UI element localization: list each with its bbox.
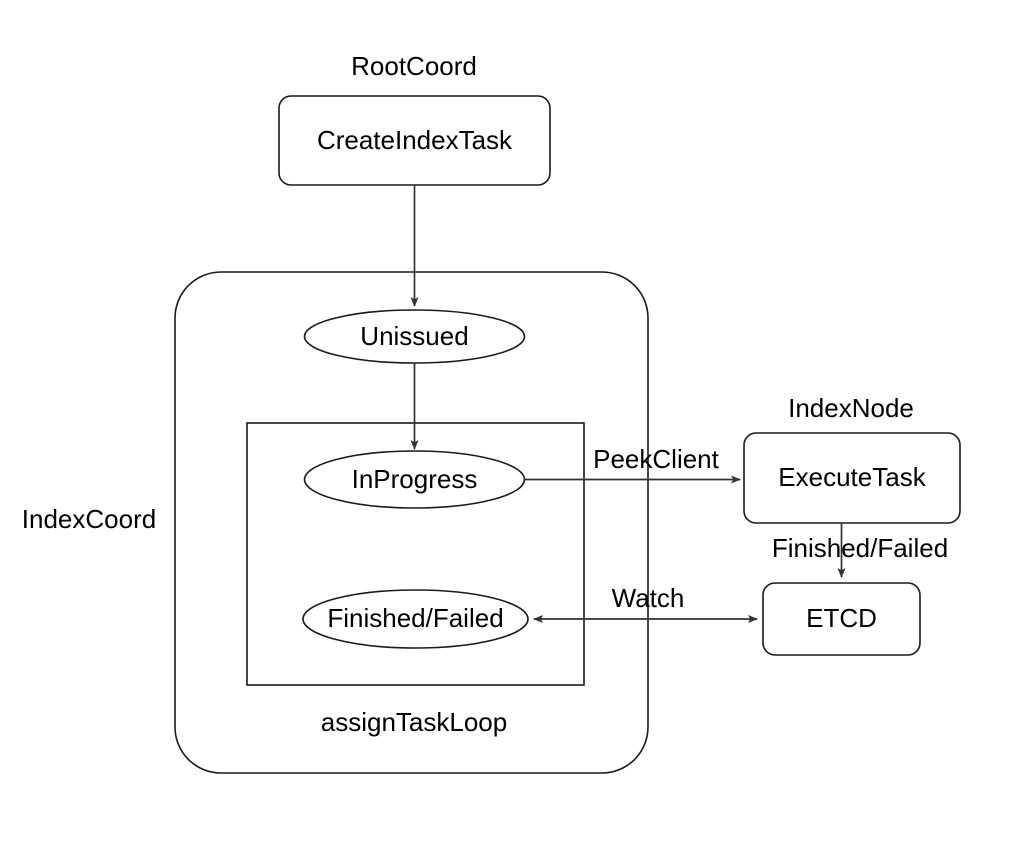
node-label-inprogress: InProgress [352,464,478,494]
group-label-rootcoord: RootCoord [351,51,477,81]
node-label-create-index-task: CreateIndexTask [317,125,513,155]
edge-label-peekclient: PeekClient [593,444,720,474]
group-container-indexcoord [174,271,649,774]
group-label-assigntaskloop: assignTaskLoop [321,707,507,737]
node-execute-task[interactable] [743,432,961,524]
edge-label-watch: Watch [612,583,685,613]
node-etcd[interactable] [762,582,921,656]
edge-label-finished-failed: Finished/Failed [772,533,948,563]
node-label-etcd: ETCD [806,603,877,633]
group-container-assigntaskloop [246,422,585,686]
node-label-unissued: Unissued [360,321,468,351]
group-label-indexcoord: IndexCoord [22,504,156,534]
node-label-finished-failed-state: Finished/Failed [327,603,503,633]
node-finished-failed-state[interactable] [302,589,529,649]
group-label-indexnode: IndexNode [788,393,914,423]
node-label-execute-task: ExecuteTask [778,462,926,492]
